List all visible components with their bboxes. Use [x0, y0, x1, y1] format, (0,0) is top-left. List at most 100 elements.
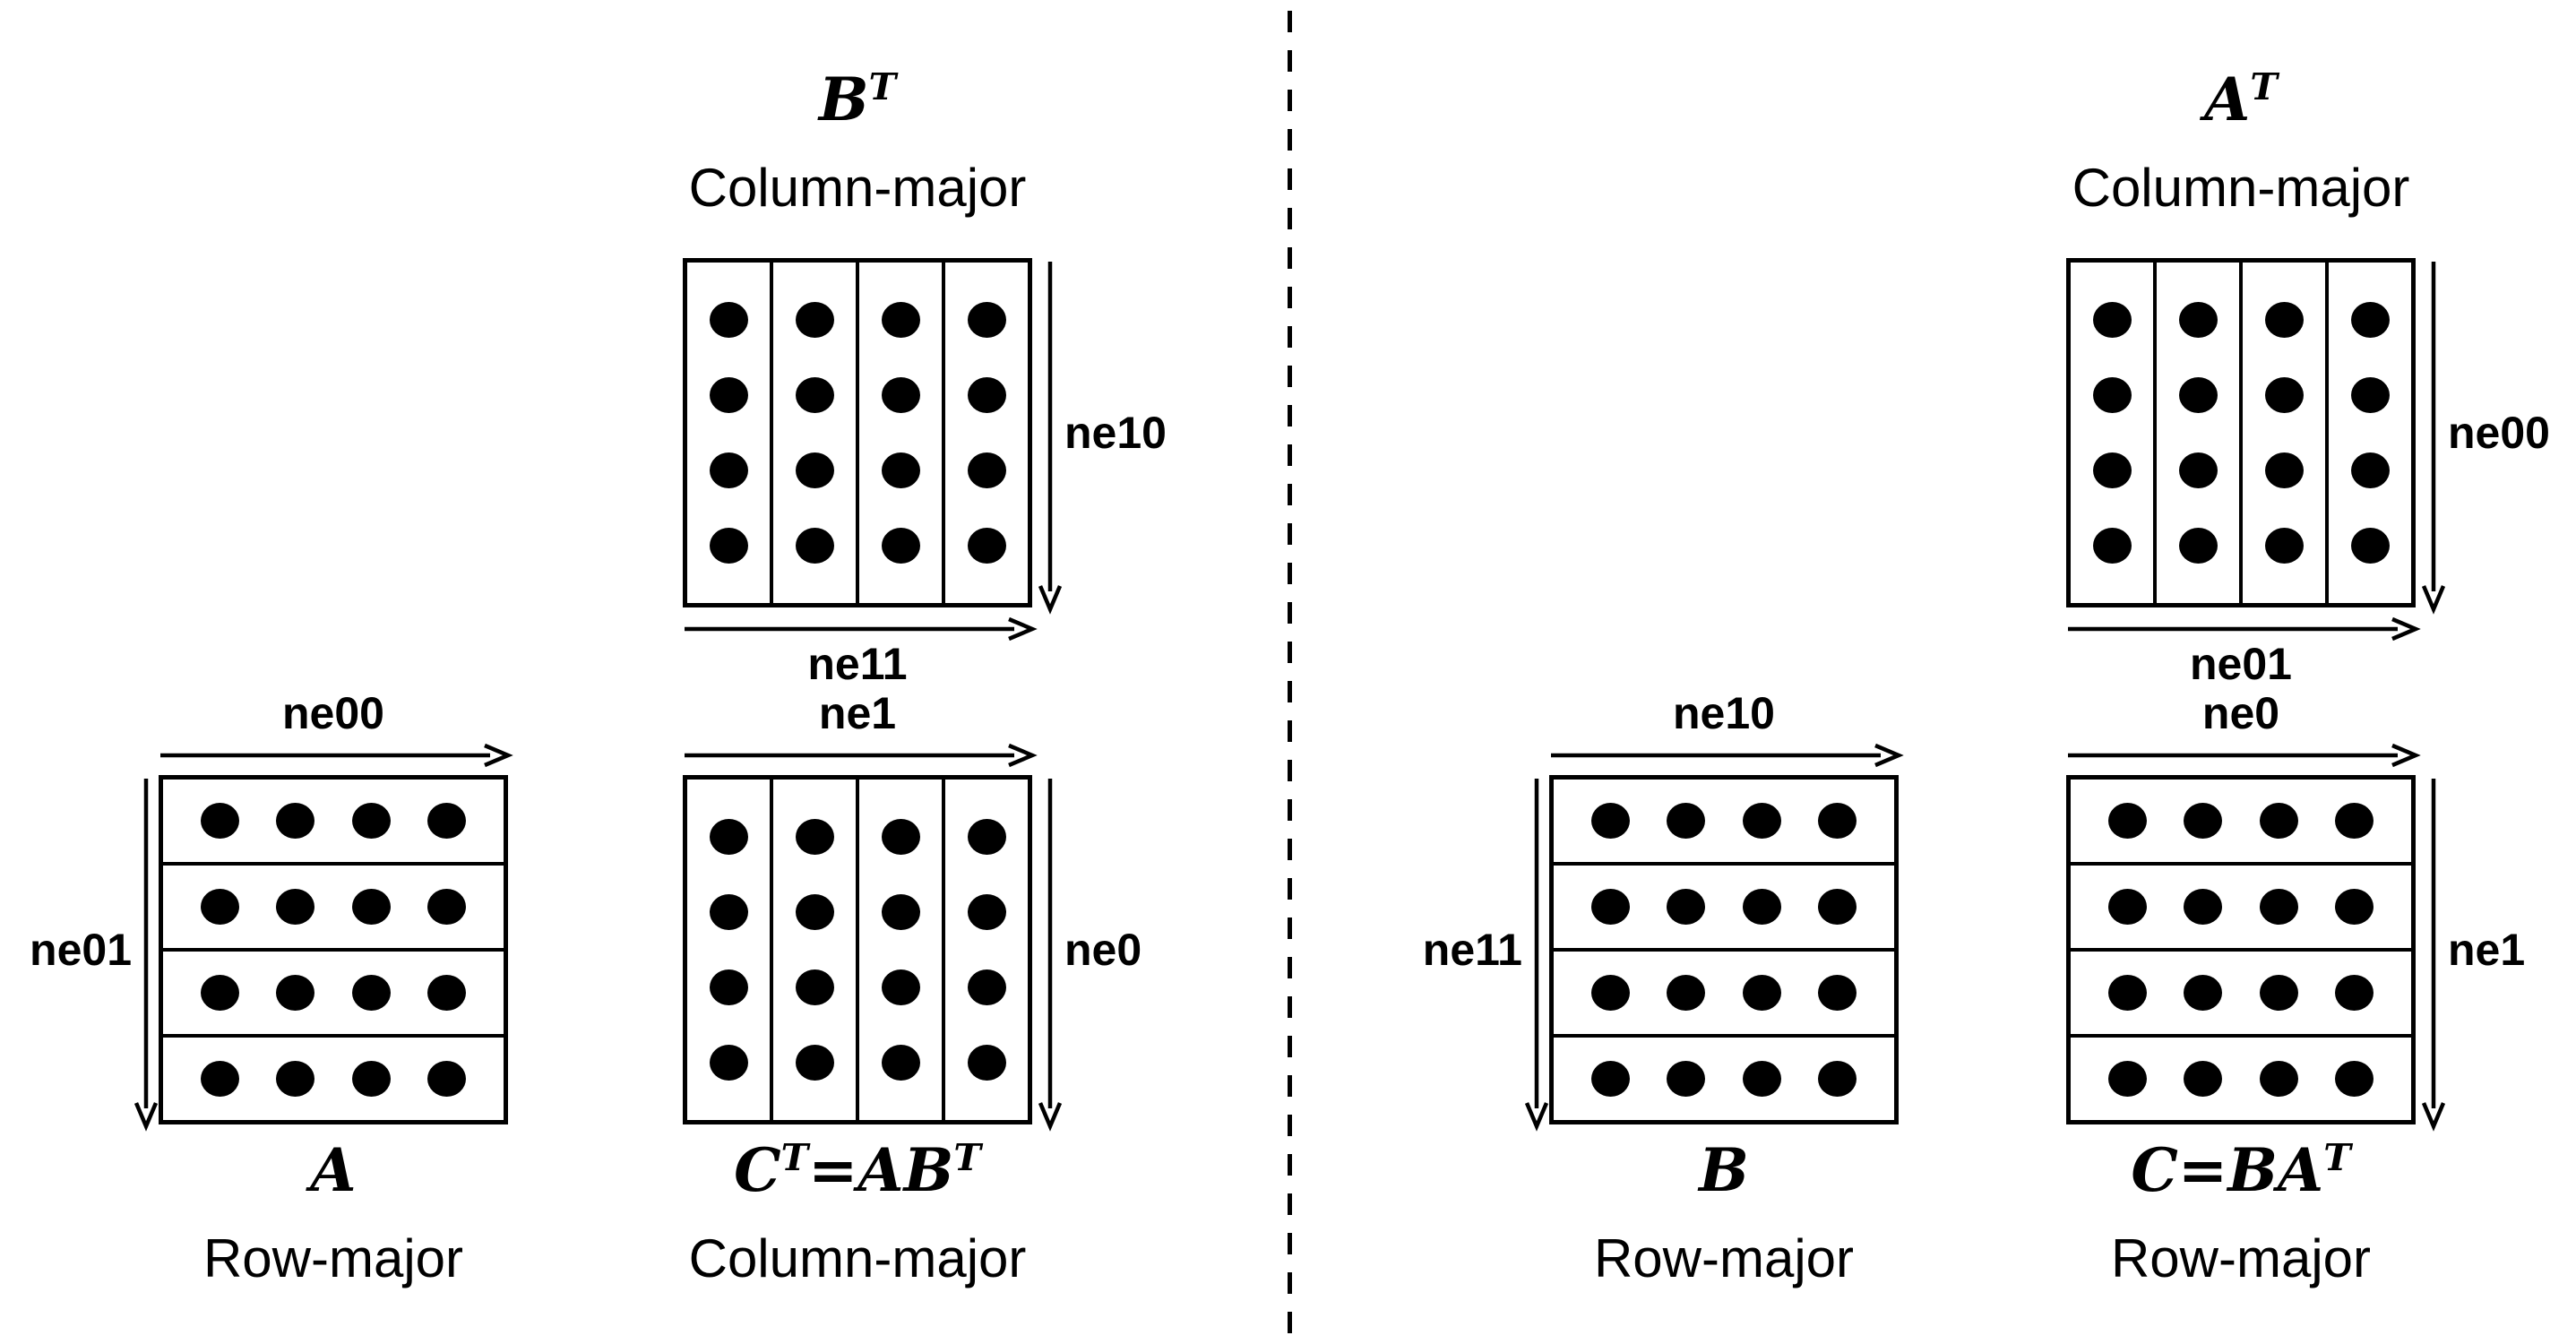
- matrix-unit-b: ne10 ne11 B Row-major: [1423, 691, 1904, 1286]
- matrix-strip: [163, 1034, 504, 1120]
- matrix-dot: [1818, 889, 1857, 925]
- matrix-dot: [351, 975, 391, 1011]
- matrix-dot: [2107, 975, 2147, 1011]
- matrix-order-label: Row-major: [2110, 1228, 2372, 1288]
- matrix-dot: [427, 975, 467, 1011]
- matrix-dot: [709, 1045, 748, 1081]
- matrix-caption: A Row-major: [20, 1141, 647, 1286]
- down-arrow-icon: [134, 779, 159, 1132]
- matrix-dot: [1667, 803, 1706, 839]
- matrix-strip: [1554, 780, 1894, 862]
- matrix-dot: [2335, 803, 2374, 839]
- matrix-grid: [2066, 258, 2416, 607]
- dimension-label: ne11: [807, 639, 908, 689]
- matrix-dot: [881, 528, 920, 564]
- matrix-dot: [1742, 1061, 1781, 1097]
- matrix-name: CT=ABT: [544, 1140, 1171, 1200]
- matrix-dot: [1667, 1061, 1706, 1097]
- matrix-dot: [2107, 803, 2147, 839]
- matrix-dot: [2335, 1061, 2374, 1097]
- matrix-caption: AT Column-major: [1927, 69, 2554, 218]
- matrix-dot: [967, 377, 1006, 413]
- matrix-dot: [2335, 889, 2374, 925]
- matrix-strip: [2239, 263, 2325, 603]
- down-arrow-icon: [1038, 779, 1063, 1132]
- matrix-dot: [709, 302, 748, 338]
- matrix-dot: [795, 969, 834, 1005]
- matrix-dot: [2350, 377, 2390, 413]
- matrix-dot: [709, 452, 748, 488]
- matrix-dot: [1590, 803, 1630, 839]
- down-arrow-icon: [1524, 779, 1549, 1132]
- matrix-unit-b-transpose: BT Column-major ne10 ne11: [683, 69, 1167, 686]
- matrix-dot: [2184, 889, 2223, 925]
- matrix-dot: [967, 819, 1006, 855]
- matrix-dot: [200, 1061, 239, 1097]
- matrix-dot: [881, 1045, 920, 1081]
- matrix-dot: [1818, 803, 1857, 839]
- matrix-strip: [1554, 862, 1894, 948]
- matrix-order-label: Row-major: [202, 1228, 464, 1288]
- matrix-grid: [683, 258, 1032, 607]
- matrix-dot: [1818, 975, 1857, 1011]
- matrix-dot: [881, 302, 920, 338]
- matrix-dot: [709, 894, 748, 930]
- dimension-label: ne01: [2190, 639, 2292, 689]
- matrix-dot: [2184, 803, 2223, 839]
- matrix-name: BT: [544, 69, 1171, 129]
- dimension-label: ne0: [1064, 925, 1142, 975]
- matrix-dot: [881, 819, 920, 855]
- matrix-strip: [856, 263, 942, 603]
- dimension-label: ne0: [2201, 688, 2280, 738]
- matrix-caption: C=BAT Row-major: [1927, 1140, 2554, 1288]
- matrix-strip: [942, 263, 1028, 603]
- matrix-dot: [881, 377, 920, 413]
- down-arrow-icon: [2421, 262, 2446, 615]
- matrix-dot: [1667, 975, 1706, 1011]
- panel-divider: [1288, 11, 1292, 1333]
- dimension-label: ne10: [1064, 408, 1167, 458]
- matrix-dot: [2259, 1061, 2298, 1097]
- matrix-dot: [2184, 1061, 2223, 1097]
- matrix-strip: [2071, 263, 2153, 603]
- matrix-dot: [795, 452, 834, 488]
- matrix-dot: [795, 377, 834, 413]
- matrix-dot: [1590, 975, 1630, 1011]
- superscript: T: [2250, 65, 2278, 108]
- matrix-strip: [770, 263, 856, 603]
- matrix-dot: [2259, 803, 2298, 839]
- matrix-order-label: Column-major: [2072, 158, 2410, 218]
- dimension-label: ne00: [282, 688, 384, 738]
- matrix-strip: [2071, 948, 2411, 1034]
- matrix-strip: [163, 862, 504, 948]
- matrix-grid: [683, 775, 1032, 1124]
- matrix-dot: [795, 528, 834, 564]
- right-arrow-icon: [160, 743, 513, 768]
- matrix-dot: [1590, 889, 1630, 925]
- matrix-dot: [2350, 528, 2390, 564]
- matrix-dot: [200, 975, 239, 1011]
- matrix-strip: [856, 780, 942, 1120]
- matrix-strip: [163, 948, 504, 1034]
- matrix-name: C=BAT: [1927, 1140, 2554, 1200]
- matrix-dot: [1818, 1061, 1857, 1097]
- matrix-dot: [1667, 889, 1706, 925]
- matrix-dot: [427, 803, 467, 839]
- matrix-dot: [2092, 302, 2132, 338]
- matrix-dot: [2259, 975, 2298, 1011]
- name-text: B: [818, 65, 869, 134]
- matrix-dot: [351, 889, 391, 925]
- dimension-label: ne01: [30, 925, 132, 975]
- matrix-dot: [2184, 975, 2223, 1011]
- dimension-label: ne10: [1673, 688, 1775, 738]
- matrix-dot: [276, 803, 315, 839]
- matrix-dot: [2350, 302, 2390, 338]
- right-arrow-icon: [685, 616, 1038, 642]
- matrix-order-label: Column-major: [688, 158, 1027, 218]
- matrix-caption: BT Column-major: [544, 69, 1171, 218]
- matrix-strip: [687, 780, 770, 1120]
- dimension-label: ne1: [818, 688, 897, 738]
- matrix-name: A: [20, 1141, 647, 1200]
- matrix-strip: [2153, 263, 2239, 603]
- matrix-dot: [276, 975, 315, 1011]
